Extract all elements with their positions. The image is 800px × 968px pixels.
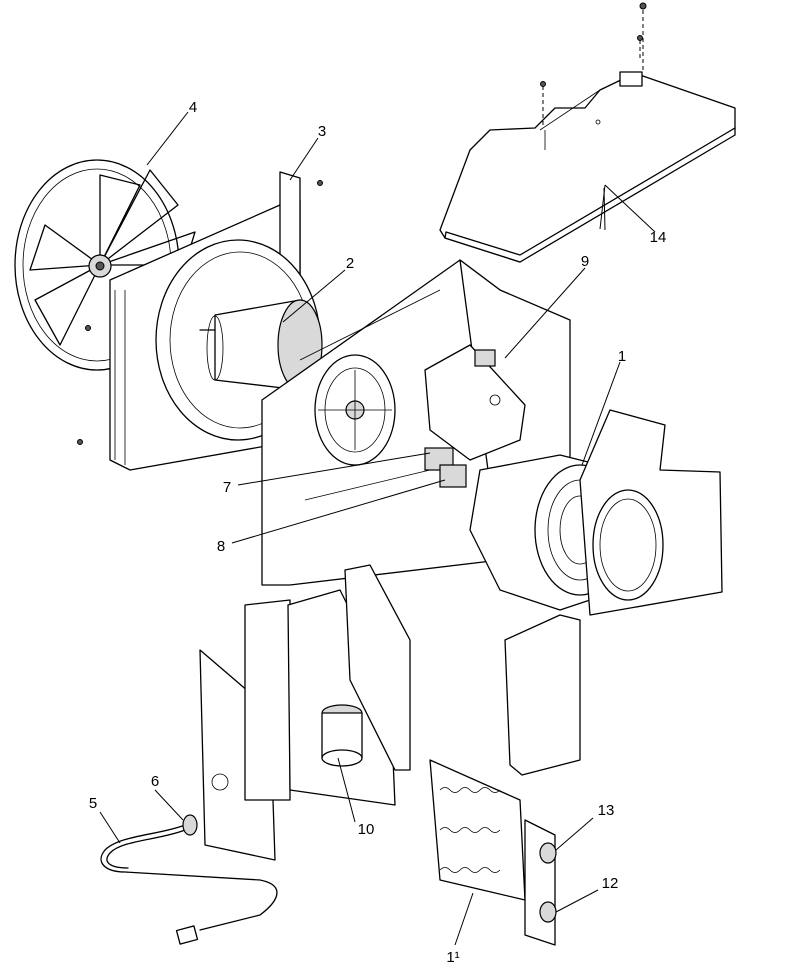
- callout-labels: 4 3 2 9 1 7 8 10 14 5 6 13 12 1¹: [89, 99, 667, 966]
- callout-13: 13: [598, 802, 615, 819]
- heater-element-part-11: [429, 759, 556, 946]
- callout-10: 10: [358, 821, 375, 838]
- limit-switch-part-12: [539, 901, 557, 923]
- callout-3: 3: [318, 123, 326, 140]
- callout-7: 7: [223, 479, 231, 496]
- right-lower-panel: [504, 614, 581, 776]
- callout-4: 4: [189, 99, 197, 116]
- right-mid-panel: [344, 564, 411, 771]
- callout-12: 12: [602, 875, 619, 892]
- switch-part-8: [439, 464, 467, 488]
- power-cord-part-5: [100, 824, 278, 945]
- limit-switch-part-13: [539, 842, 557, 864]
- strain-relief-part-6: [182, 814, 198, 836]
- callout-9: 9: [581, 253, 589, 270]
- callout-14: 14: [650, 229, 667, 246]
- evaporator-panel: [579, 409, 723, 616]
- callout-11: 1¹: [446, 949, 459, 966]
- top-cover-part-14: [439, 2, 736, 263]
- callout-2: 2: [346, 255, 354, 272]
- callout-6: 6: [151, 773, 159, 790]
- callout-1: 1: [618, 348, 626, 365]
- control-bracket-part-9: [424, 344, 526, 461]
- left-mid-panel: [244, 599, 291, 801]
- callout-8: 8: [217, 538, 225, 555]
- callout-5: 5: [89, 795, 97, 812]
- capacitor-part-10: [321, 704, 363, 767]
- leader-lines: [99, 111, 656, 946]
